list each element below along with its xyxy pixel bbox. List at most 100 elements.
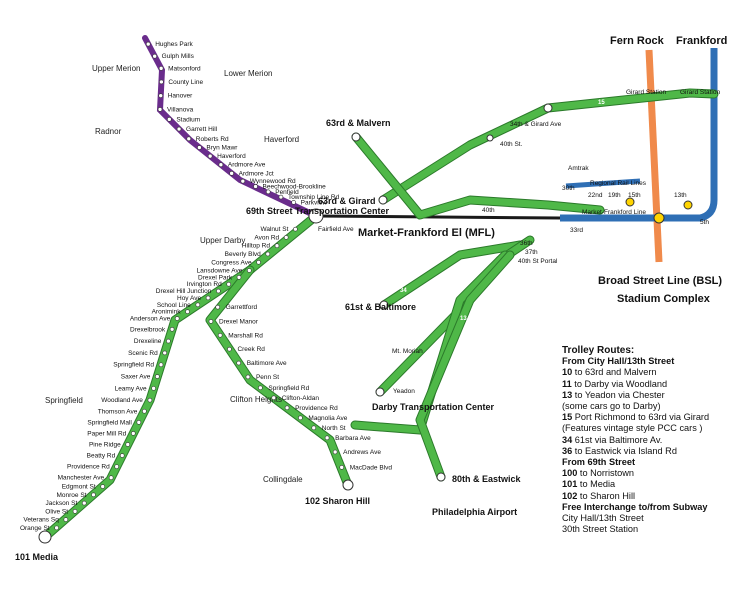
stop-label: Avon Rd xyxy=(254,234,279,241)
stop-dot[interactable] xyxy=(284,405,290,411)
stop-dot[interactable] xyxy=(274,243,280,249)
girard-ave-stop[interactable] xyxy=(543,103,553,113)
stop-dot[interactable] xyxy=(332,449,338,455)
stop-dot[interactable] xyxy=(174,316,180,321)
stop-dot[interactable] xyxy=(256,259,261,265)
stop-label: Matsonford xyxy=(168,65,201,72)
stop-dot[interactable] xyxy=(324,435,330,441)
stop-dot[interactable] xyxy=(119,453,125,458)
stop-dot[interactable] xyxy=(158,93,164,98)
route-34-line[interactable] xyxy=(380,241,524,309)
stop-dot[interactable] xyxy=(240,178,246,184)
sixty-ninth-street-stop[interactable] xyxy=(308,208,324,224)
stop-dot[interactable] xyxy=(265,189,271,195)
stop-dot[interactable] xyxy=(108,475,114,480)
stop-dot[interactable] xyxy=(145,41,151,47)
town-springfield: Springfield xyxy=(45,396,83,405)
stop-dot[interactable] xyxy=(227,346,232,352)
legend-route-text: to Norristown xyxy=(579,468,635,479)
city-hall-stop[interactable] xyxy=(653,212,665,224)
stop-dot[interactable] xyxy=(339,465,345,470)
darby-stop[interactable] xyxy=(375,387,385,397)
stop-dot[interactable] xyxy=(245,374,251,380)
stop-dot[interactable] xyxy=(311,425,317,431)
stop-dot[interactable] xyxy=(130,431,136,436)
stop-dot[interactable] xyxy=(155,374,160,379)
stop-label: Garrettford xyxy=(226,304,258,311)
stop-dot[interactable] xyxy=(162,350,168,356)
stop-dot[interactable] xyxy=(114,464,119,469)
stop-dot[interactable] xyxy=(158,362,164,368)
stop-dot[interactable] xyxy=(217,332,223,338)
broad-street-line[interactable] xyxy=(645,49,663,263)
stop-label: Aronimink xyxy=(152,309,182,316)
stop-dot[interactable] xyxy=(258,385,263,391)
stop-dot[interactable] xyxy=(91,492,96,498)
stop-label: Orange St xyxy=(20,525,50,532)
stop-dot[interactable] xyxy=(54,525,59,531)
thirteenth-stop[interactable] xyxy=(683,200,693,210)
stop-dot[interactable] xyxy=(152,53,157,59)
stop-dot[interactable] xyxy=(166,338,171,344)
market-frankford-el-line[interactable] xyxy=(315,214,561,220)
stop-dot[interactable] xyxy=(158,66,164,71)
stop-dot[interactable] xyxy=(291,200,296,205)
stop-dot[interactable] xyxy=(226,281,232,287)
stop-dot[interactable] xyxy=(197,145,202,150)
stop-dot[interactable] xyxy=(63,517,69,522)
stop-dot[interactable] xyxy=(271,395,277,401)
media-stop[interactable] xyxy=(38,530,52,544)
stop-dot[interactable] xyxy=(186,136,192,142)
stop-dot[interactable] xyxy=(147,397,153,403)
stop-dot[interactable] xyxy=(72,509,78,514)
stop-dot[interactable] xyxy=(218,162,224,168)
route-100-line[interactable] xyxy=(142,35,319,219)
stop-label: Lansdowne Ave xyxy=(197,267,243,274)
fortieth-st-stop[interactable] xyxy=(486,134,494,142)
stop-dot[interactable] xyxy=(293,226,298,232)
stop-dot[interactable] xyxy=(236,275,242,280)
stop-dot[interactable] xyxy=(208,319,214,324)
frankford-line[interactable] xyxy=(560,48,718,222)
stop-dot[interactable] xyxy=(185,309,190,314)
stop-dot[interactable] xyxy=(167,117,172,122)
stop-dot[interactable] xyxy=(215,304,221,310)
girard-63rd-stop[interactable] xyxy=(378,195,388,205)
stop-dot[interactable] xyxy=(81,500,87,506)
baltimore-61st-stop[interactable] xyxy=(379,300,389,310)
stop-dot[interactable] xyxy=(229,171,234,176)
stop-dot[interactable] xyxy=(247,268,252,273)
malvern-stop[interactable] xyxy=(351,132,361,142)
stop-dot[interactable] xyxy=(176,126,182,132)
stop-dot[interactable] xyxy=(278,194,284,200)
stop-dot[interactable] xyxy=(125,442,131,447)
route-101-line[interactable] xyxy=(41,212,320,541)
fifteenth-stop[interactable] xyxy=(625,197,635,207)
route-badge: 10 xyxy=(483,182,490,188)
route-102-line[interactable] xyxy=(206,266,352,489)
stop-dot[interactable] xyxy=(253,184,258,189)
stop-label: Drexel Park xyxy=(198,274,233,281)
stop-dot[interactable] xyxy=(157,107,163,112)
stop-dot[interactable] xyxy=(159,79,164,85)
stop-dot[interactable] xyxy=(136,420,142,425)
sharon-hill-stop[interactable] xyxy=(342,479,354,491)
stop-dot[interactable] xyxy=(283,235,289,240)
stop-dot[interactable] xyxy=(298,415,303,421)
stop-dot[interactable] xyxy=(195,302,201,308)
stop-dot[interactable] xyxy=(100,484,106,489)
legend-interchange-heading: Free Interchange to/from Subway xyxy=(562,501,708,512)
fern-rock-label: Fern Rock xyxy=(610,35,665,47)
stop-dot[interactable] xyxy=(236,360,241,366)
route-10-line[interactable] xyxy=(352,133,604,219)
stop-dot[interactable] xyxy=(265,251,271,257)
airport-label: Philadelphia Airport xyxy=(432,507,517,517)
stop-dot[interactable] xyxy=(205,295,211,301)
stop-dot[interactable] xyxy=(216,288,221,294)
stop-dot[interactable] xyxy=(169,326,175,332)
route-36-line[interactable] xyxy=(416,251,514,481)
stop-dot[interactable] xyxy=(142,408,147,414)
stop-dot[interactable] xyxy=(207,153,213,159)
stop-dot[interactable] xyxy=(151,386,156,391)
eastwick-stop[interactable] xyxy=(436,472,446,482)
